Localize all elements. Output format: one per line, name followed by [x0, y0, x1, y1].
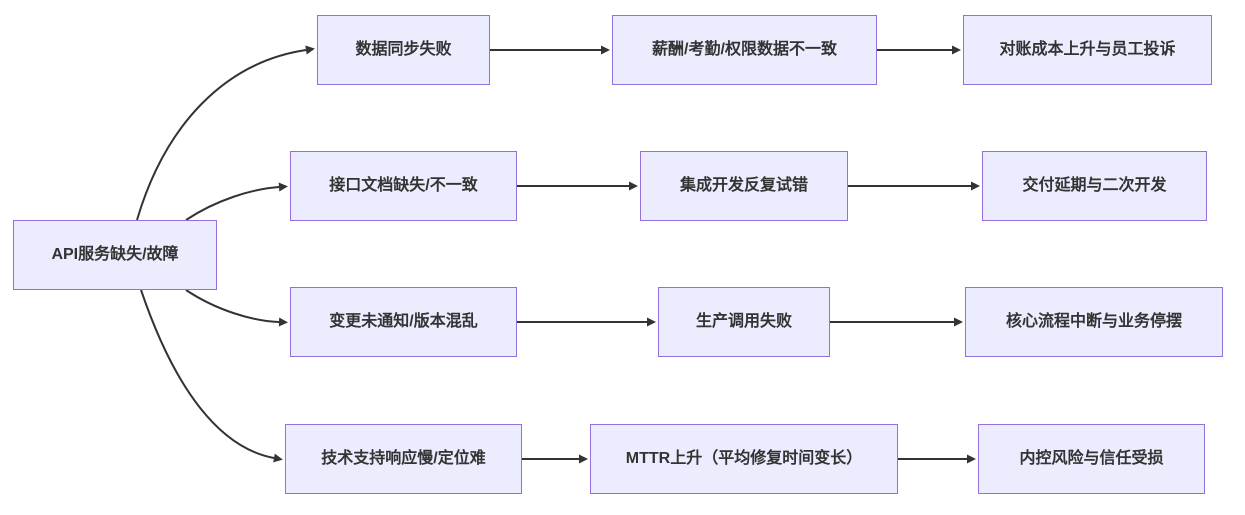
node-effect-4: MTTR上升（平均修复时间变长）: [590, 424, 898, 494]
edge-root-to-cause-2: [185, 182, 288, 221]
node-cause-4-label: 技术支持响应慢/定位难: [321, 449, 486, 467]
node-cause-2: 接口文档缺失/不一致: [290, 151, 517, 221]
node-effect-2: 集成开发反复试错: [640, 151, 848, 221]
node-cause-2-label: 接口文档缺失/不一致: [329, 176, 478, 194]
node-effect-3: 生产调用失败: [658, 287, 830, 357]
node-impact-2-label: 交付延期与二次开发: [1022, 176, 1167, 194]
edge-root-to-cause-4: [140, 289, 283, 463]
node-impact-1: 对账成本上升与员工投诉: [963, 15, 1212, 85]
node-cause-4: 技术支持响应慢/定位难: [285, 424, 522, 494]
node-cause-1-label: 数据同步失败: [355, 40, 452, 58]
node-cause-3: 变更未通知/版本混乱: [290, 287, 517, 357]
edge-root-to-cause-1: [136, 45, 315, 221]
node-impact-3: 核心流程中断与业务停摆: [965, 287, 1223, 357]
node-impact-3-label: 核心流程中断与业务停摆: [1005, 312, 1182, 330]
node-impact-4-label: 内控风险与信任受损: [1019, 449, 1164, 467]
node-effect-2-label: 集成开发反复试错: [679, 176, 808, 194]
node-effect-4-label: MTTR上升（平均修复时间变长）: [625, 449, 863, 467]
node-impact-1-label: 对账成本上升与员工投诉: [999, 40, 1176, 58]
edge-root-to-cause-3: [185, 289, 288, 327]
node-root-label: API服务缺失/故障: [51, 245, 179, 263]
node-impact-4: 内控风险与信任受损: [978, 424, 1205, 494]
node-cause-1: 数据同步失败: [317, 15, 490, 85]
node-cause-3-label: 变更未通知/版本混乱: [329, 312, 478, 330]
node-impact-2: 交付延期与二次开发: [982, 151, 1207, 221]
node-effect-1-label: 薪酬/考勤/权限数据不一致: [652, 40, 837, 58]
node-effect-3-label: 生产调用失败: [695, 312, 792, 330]
node-root-api-failure: API服务缺失/故障: [13, 220, 217, 290]
node-effect-1: 薪酬/考勤/权限数据不一致: [612, 15, 877, 85]
